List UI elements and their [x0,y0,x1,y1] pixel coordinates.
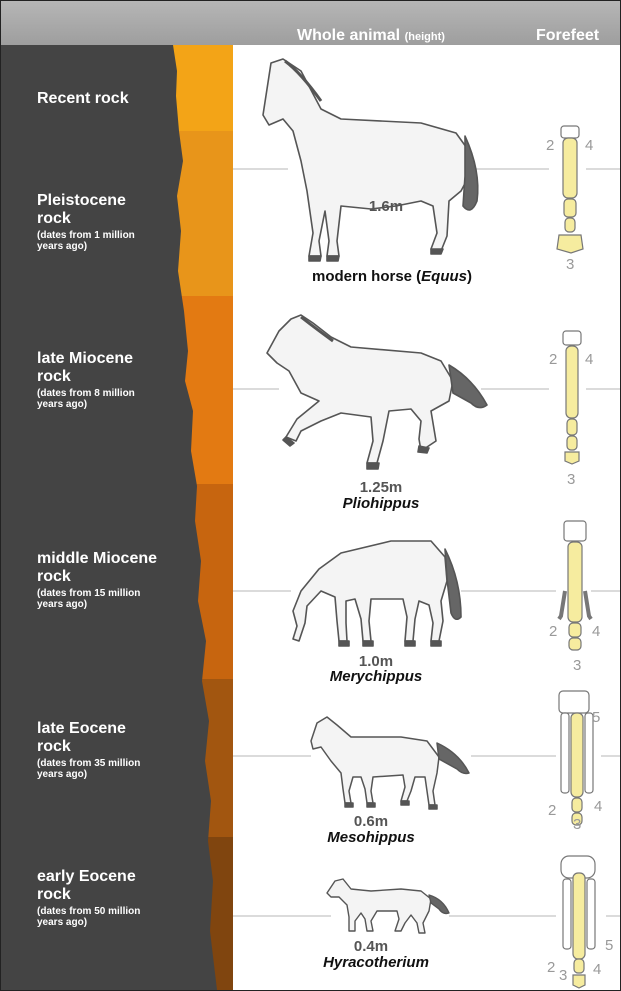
name-hyracotherium: Hyracotherium [301,954,451,971]
name-pliohippus: Pliohippus [311,495,451,512]
digit-label: 2 [549,351,557,368]
forefoot-icon [557,126,595,988]
digit-label: 4 [585,351,593,368]
name-merychippus: Merychippus [306,668,446,685]
digit-label: 4 [593,961,601,978]
name-italic: Equus [421,268,467,285]
digit-label: 3 [567,471,575,488]
digit-label: 3 [573,657,581,674]
height-hyracotherium: 0.4m [326,938,416,955]
horse-mesohippus-icon [311,717,469,809]
horse-hyracotherium-icon [327,879,449,933]
name-mesohippus: Mesohippus [301,829,441,846]
digit-label: 4 [592,623,600,640]
name-prefix: modern horse ( [312,268,421,285]
digit-label: 5 [592,709,600,726]
digit-label: 2 [546,137,554,154]
digit-label: 2 [548,802,556,819]
digit-label: 4 [585,137,593,154]
digit-label: 3 [559,967,567,984]
digit-label: 2 [549,623,557,640]
horse-merychippus-icon [293,541,461,646]
digit-label: 4 [594,798,602,815]
digit-label: 3 [566,256,574,273]
digit-label: 2 [547,959,555,976]
name-equus: modern horse (Equus) [287,268,497,285]
horse-equus-icon [263,59,478,261]
digit-label: 3 [573,816,581,833]
horse-pliohippus-icon [267,315,487,469]
digit-label: 5 [605,937,613,954]
height-equus: 1.6m [341,198,431,215]
name-suffix: ) [467,268,472,285]
height-pliohippus: 1.25m [336,479,426,496]
height-mesohippus: 0.6m [326,813,416,830]
